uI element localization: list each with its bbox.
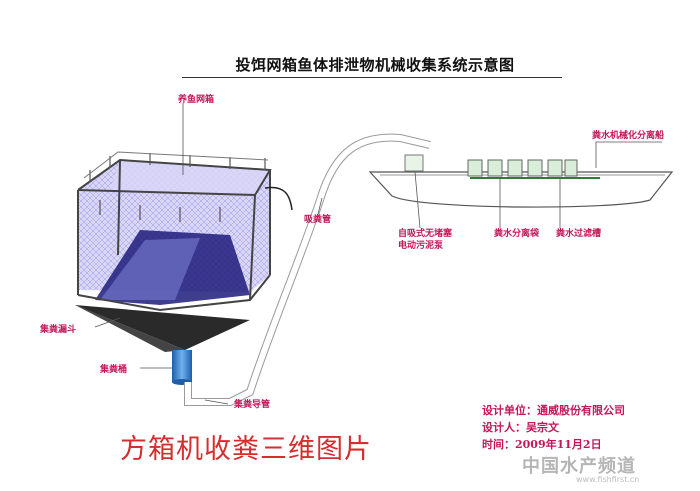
caption: 方箱机收粪三维图片 xyxy=(120,434,372,465)
credit-designer: 设计人：吴宗文 xyxy=(482,421,559,434)
label-cage: 养鱼网箱 xyxy=(178,95,215,105)
label-separation-bag: 粪水分离袋 xyxy=(494,229,540,239)
label-bucket: 集粪桶 xyxy=(100,365,128,375)
label-guide-pipe: 集粪导管 xyxy=(234,400,271,410)
label-pump-line1: 自吸式无堵塞 xyxy=(398,229,453,239)
label-separator-boat: 粪水机械化分离船 xyxy=(592,131,665,141)
diagram-title: 投饵网箱鱼体排泄物机械收集系统示意图 xyxy=(235,56,515,74)
watermark-url: www.fishfirst.cn xyxy=(576,475,640,484)
suction-pipe xyxy=(184,133,431,406)
leader-lines xyxy=(94,103,662,405)
separator-boat xyxy=(368,154,674,208)
label-filter-tank: 粪水过滤槽 xyxy=(556,229,602,239)
watermark-text: 中国水产频道 xyxy=(522,456,636,477)
label-pump-line2: 电动污泥泵 xyxy=(398,241,444,251)
credit-date: 时间：2009年11月2日 xyxy=(482,438,602,451)
label-suction-pipe: 吸粪管 xyxy=(304,215,332,225)
label-funnel: 集粪漏斗 xyxy=(40,325,77,335)
credit-unit: 设计单位：通威股份有限公司 xyxy=(482,404,625,417)
fish-cage xyxy=(75,151,293,385)
title-underline xyxy=(182,77,562,78)
